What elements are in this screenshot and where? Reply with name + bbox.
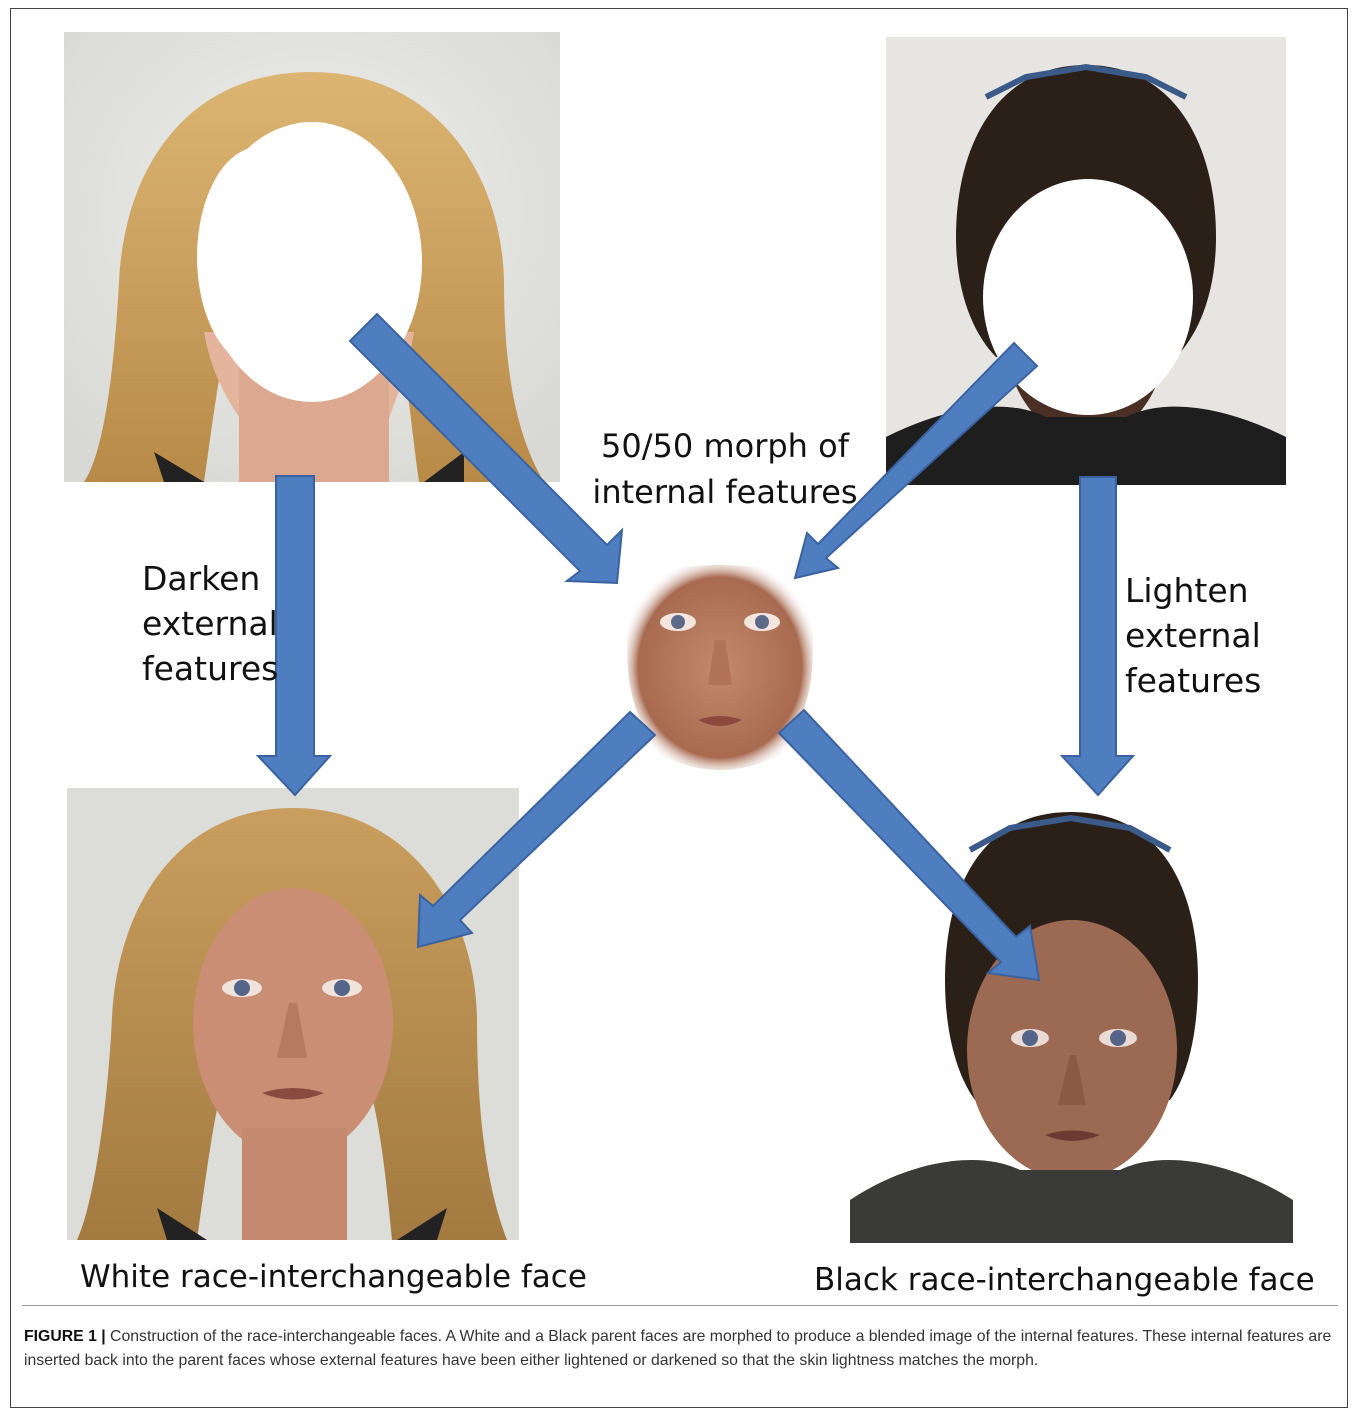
lighten-label: Lighten external features: [1125, 568, 1261, 703]
morph-label-line1: 50/50 morph of: [601, 427, 849, 465]
white-face-caption: White race-interchangeable face: [80, 1259, 587, 1295]
lighten-label-line2: external: [1125, 616, 1261, 655]
figure-frame: [10, 8, 1348, 1408]
darken-label: Darken external features: [142, 556, 278, 691]
darken-label-line3: features: [142, 649, 279, 688]
lighten-label-line3: features: [1125, 661, 1262, 700]
white-parent-face-photo: [64, 32, 560, 482]
caption-divider: [22, 1305, 1338, 1306]
morph-label-line2: internal features: [592, 473, 858, 511]
figure-caption-text: Construction of the race-interchangeable…: [24, 1328, 1332, 1369]
figure-caption: FIGURE 1 | Construction of the race-inte…: [24, 1325, 1338, 1373]
figure-caption-label: FIGURE 1 |: [24, 1328, 106, 1345]
darken-label-line2: external: [142, 604, 278, 643]
darken-label-line1: Darken: [142, 559, 261, 598]
black-parent-face-photo: [886, 37, 1286, 485]
morph-internal-features-photo: [620, 560, 820, 770]
white-race-interchangeable-face-photo: [67, 788, 519, 1240]
morph-label: 50/50 morph of internal features: [590, 423, 860, 515]
black-face-caption: Black race-interchangeable face: [814, 1262, 1315, 1298]
black-race-interchangeable-face-photo: [850, 800, 1293, 1243]
lighten-label-line1: Lighten: [1125, 571, 1249, 610]
